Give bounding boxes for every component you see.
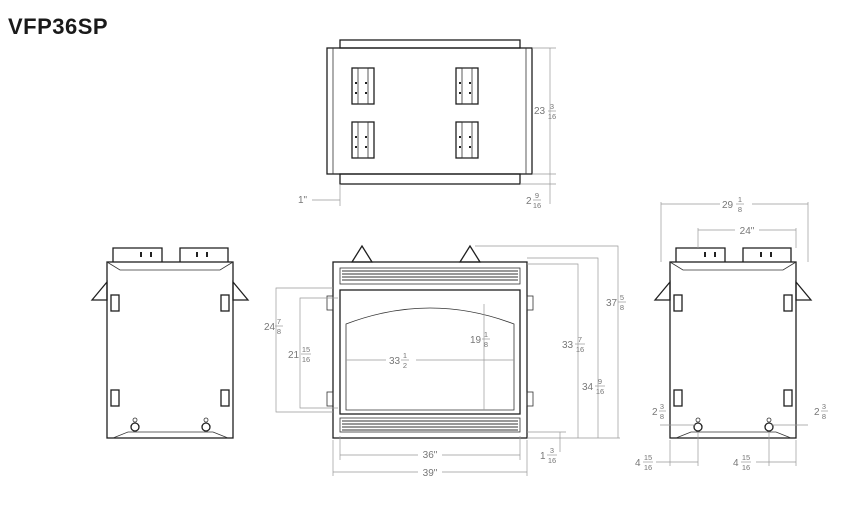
glass-height-den: 8 <box>484 340 488 349</box>
rear-top-num: 1 <box>738 195 742 204</box>
bottom-offset-num: 3 <box>550 446 554 455</box>
rear-left-side-label: 2 <box>652 407 658 418</box>
rear-right-side-num: 3 <box>822 402 826 411</box>
top-lip-num: 9 <box>535 191 539 200</box>
model-title: VFP36SP <box>8 14 109 39</box>
total-height-num: 5 <box>620 293 624 302</box>
glass-height-label: 19 <box>470 335 482 346</box>
opening-height-num: 15 <box>302 345 310 354</box>
rear-top-label: 29 <box>722 200 734 211</box>
frame-height-den: 16 <box>576 345 584 354</box>
rear-left-side-num: 3 <box>660 402 664 411</box>
total-height-label: 37 <box>606 298 618 309</box>
frame-height-label: 33 <box>562 340 574 351</box>
top-bracket <box>455 121 479 159</box>
back-width-label: 36" <box>423 450 438 461</box>
bottom-offset-label: 1 <box>540 451 546 462</box>
top-lip-label: 2 <box>526 196 532 207</box>
rear-right-side-label: 2 <box>814 407 820 418</box>
rear-left-hole-num: 15 <box>644 453 652 462</box>
rear-left-hole-den: 16 <box>644 463 652 472</box>
top-depth-den: 16 <box>548 112 556 121</box>
rear-view <box>653 202 813 466</box>
top-depth-label: 23 <box>534 106 546 117</box>
opening-width-num: 1 <box>403 351 407 360</box>
rear-left-hole-label: 4 <box>635 458 641 469</box>
rear-right-hole-num: 15 <box>742 453 750 462</box>
overall-height-label: 34 <box>582 382 594 393</box>
opening-width-label: 33 <box>389 356 401 367</box>
top-depth-num: 3 <box>550 102 554 111</box>
side-depth-num: 7 <box>277 317 281 326</box>
bottom-offset-den: 16 <box>548 456 556 465</box>
frame-height-num: 7 <box>578 335 582 344</box>
top-bracket <box>455 67 479 105</box>
rear-right-side-den: 8 <box>822 412 826 421</box>
glass-height-num: 1 <box>484 330 488 339</box>
front-width-label: 39" <box>423 468 438 479</box>
total-height-den: 8 <box>620 303 624 312</box>
front-view <box>275 244 620 476</box>
rear-top-den: 8 <box>738 205 742 214</box>
opening-height-den: 16 <box>302 355 310 364</box>
side-depth-label: 24 <box>264 322 276 333</box>
rear-inner-label: 24" <box>740 226 755 237</box>
overall-height-num: 9 <box>598 377 602 386</box>
top-view <box>312 39 556 206</box>
rear-left-side-den: 8 <box>660 412 664 421</box>
rear-right-hole-den: 16 <box>742 463 750 472</box>
top-bracket <box>351 67 375 105</box>
opening-width-den: 2 <box>403 361 407 370</box>
overall-height-den: 16 <box>596 387 604 396</box>
top-bracket <box>351 121 375 159</box>
top-offset-label: 1" <box>298 195 308 206</box>
top-lip-den: 16 <box>533 201 541 210</box>
left-side-view <box>90 247 250 439</box>
opening-height-label: 21 <box>288 350 300 361</box>
side-depth-den: 8 <box>277 327 281 336</box>
rear-right-hole-label: 4 <box>733 458 739 469</box>
